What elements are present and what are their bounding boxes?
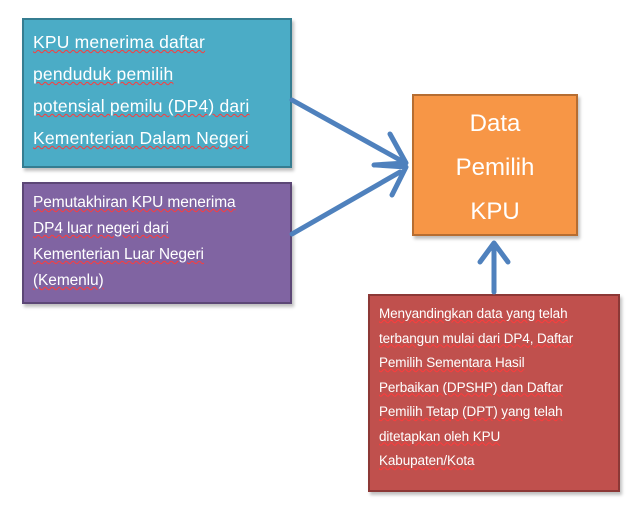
node-data-pemilih-kpu: Data Pemilih KPU xyxy=(412,94,578,236)
node-menyandingkan-data: Menyandingkan data yang telah terbangun … xyxy=(368,294,620,492)
node-process-label: Menyandingkan data yang telah terbangun … xyxy=(379,306,574,468)
node-kemendagri-source: KPU menerima daftar penduduk pemilih pot… xyxy=(22,18,292,168)
node-kemenlu-source: Pemutakhiran KPU menerima DP4 luar neger… xyxy=(22,182,292,304)
arrow-kemenlu-to-kpu xyxy=(289,162,409,237)
node-kpu-label: Data Pemilih KPU xyxy=(455,110,535,225)
arrow-kemendagri-to-kpu xyxy=(289,97,409,168)
arrow-process-to-kpu xyxy=(477,240,511,295)
node-kemenlu-label: Pemutakhiran KPU menerima DP4 luar neger… xyxy=(33,194,236,289)
node-kemendagri-label: KPU menerima daftar penduduk pemilih pot… xyxy=(33,32,250,148)
